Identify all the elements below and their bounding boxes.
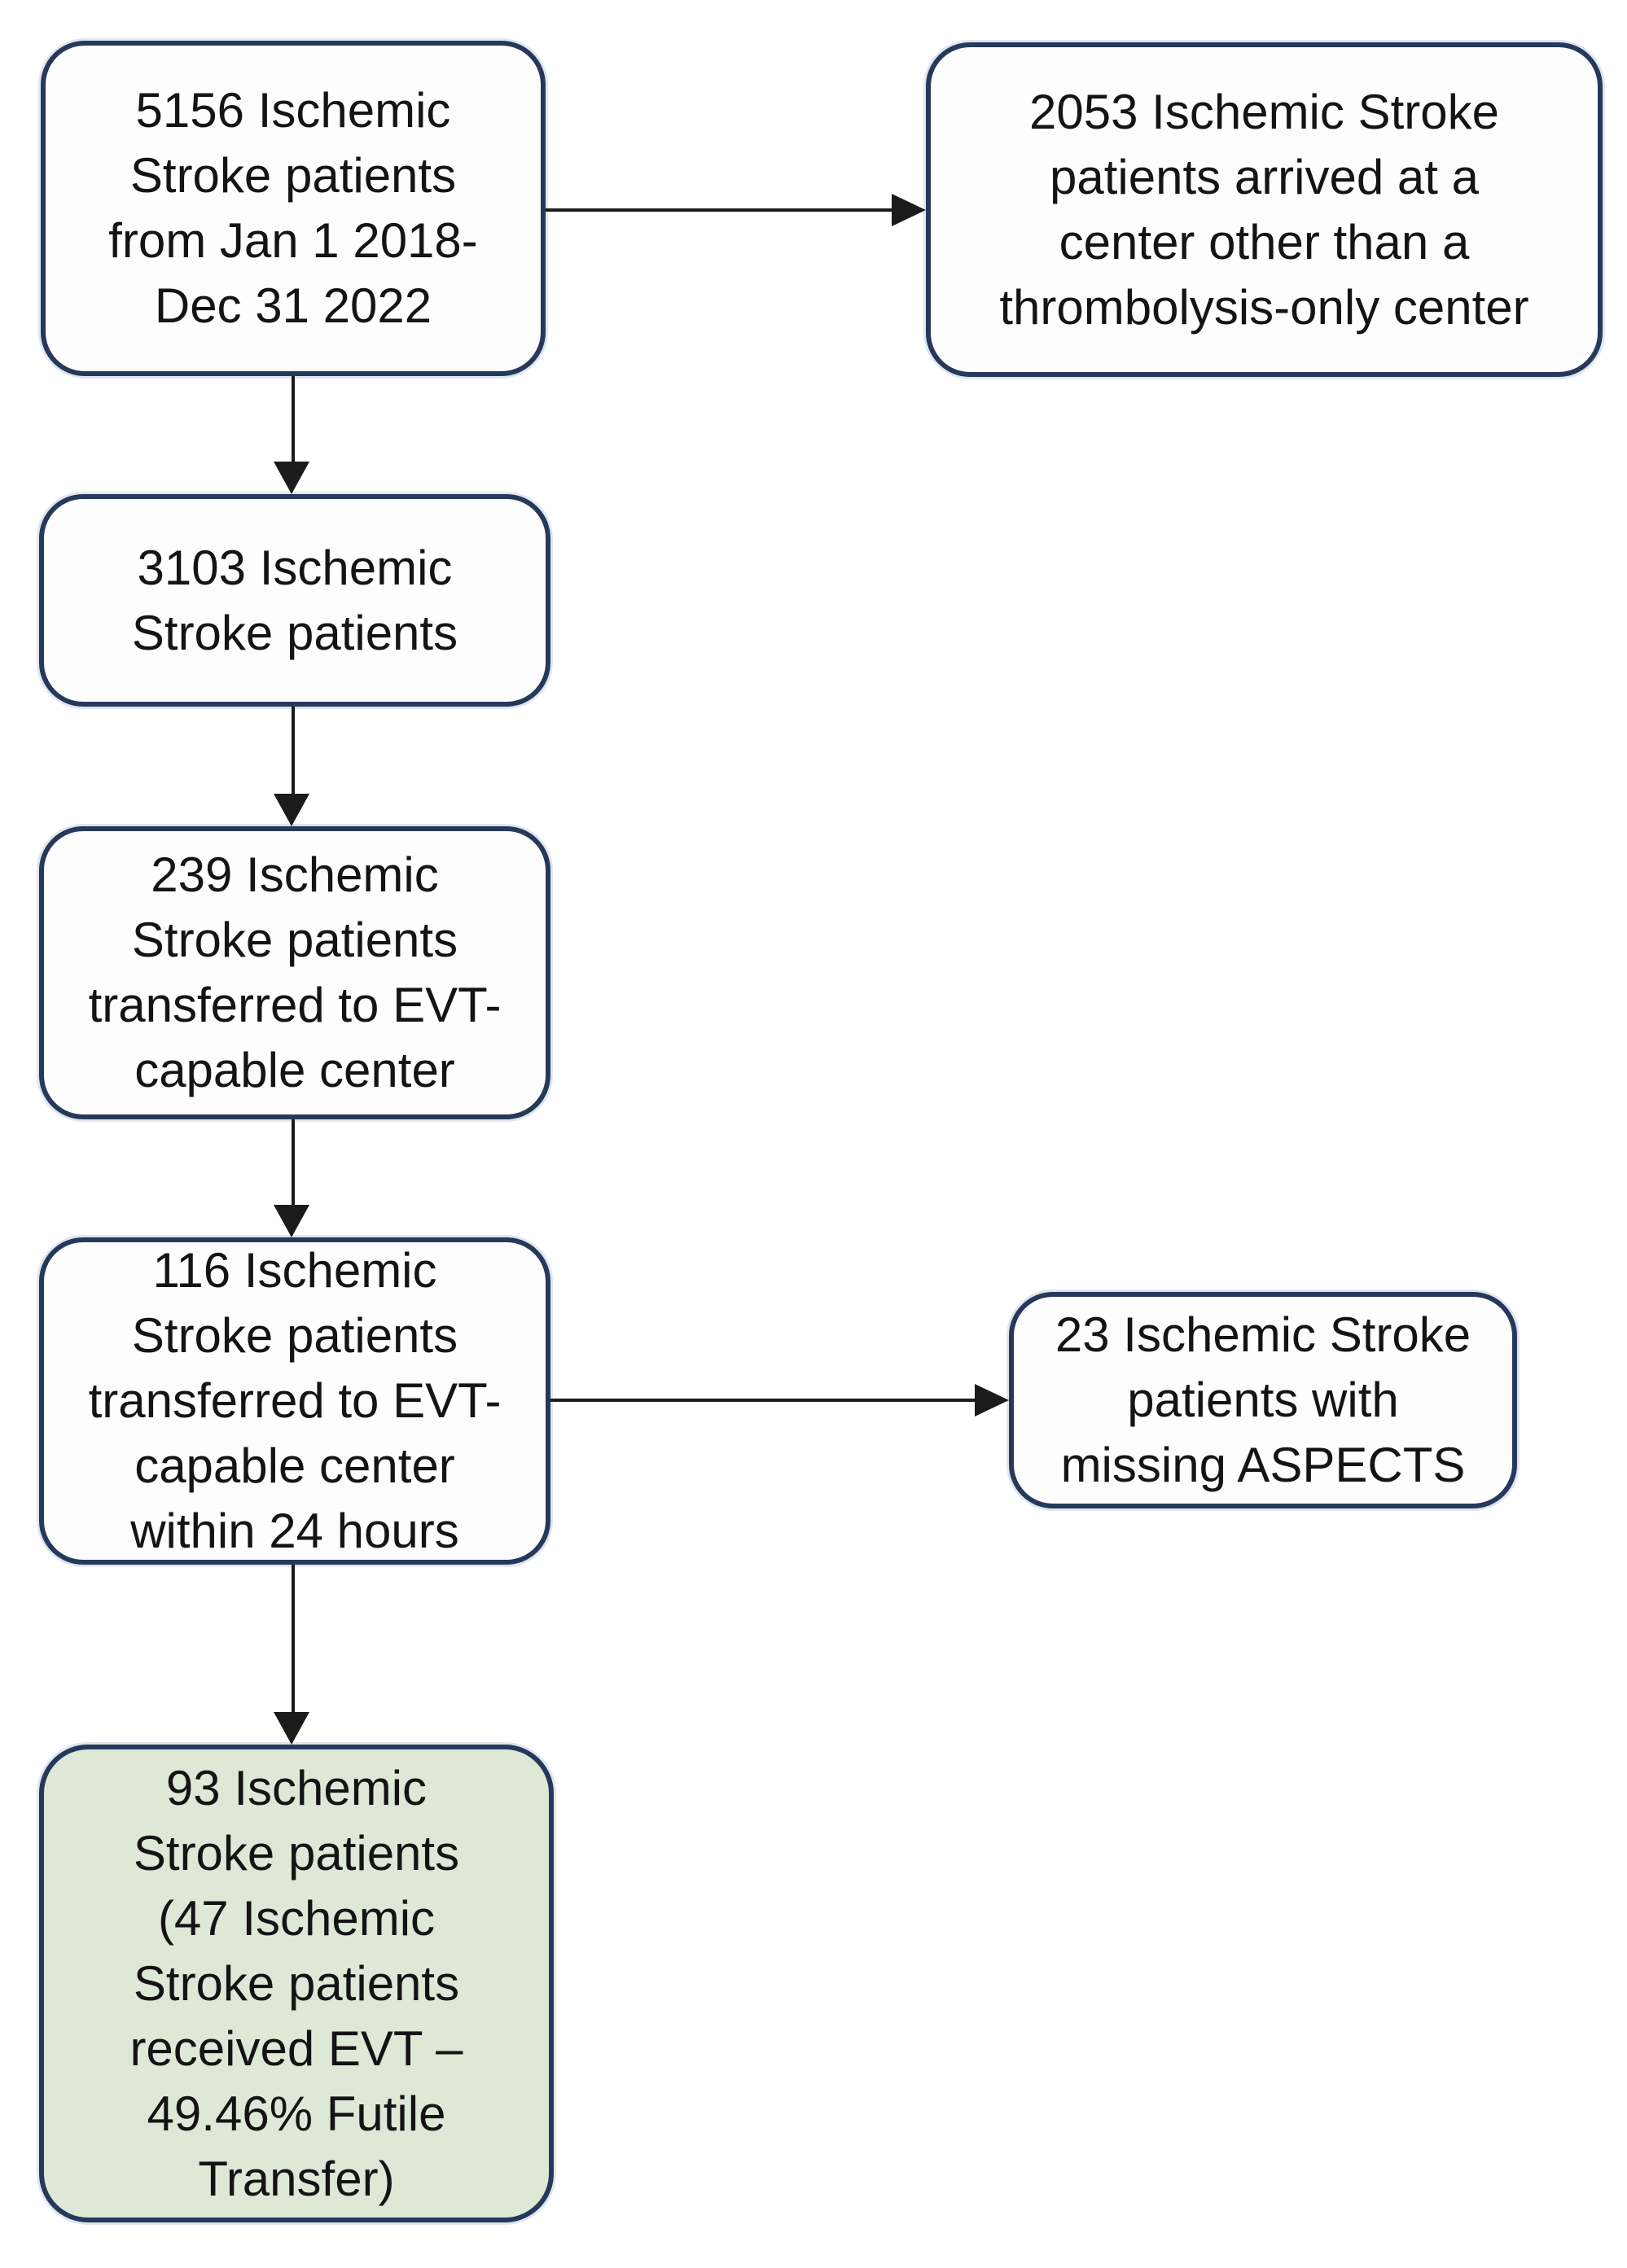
node-total-label: 5156 Ischemic Stroke patients from Jan 1… [108, 83, 478, 333]
arrow-down-icon [274, 1712, 309, 1745]
node-final-cohort-label: 93 Ischemic Stroke patients (47 Ischemic… [129, 1760, 463, 2206]
node-transferred-evt-capable: 239 Ischemic Stroke patients transferred… [39, 826, 550, 1119]
connector-transferred-to-24h [292, 1119, 295, 1206]
node-thrombolysis-center-label: 3103 Ischemic Stroke patients [131, 540, 458, 660]
connector-total-to-excluded [546, 208, 895, 212]
arrow-down-icon [274, 794, 309, 826]
arrow-right-icon [892, 194, 926, 226]
arrow-down-icon [274, 462, 309, 494]
node-excluded-non-thrombolysis-center: 2053 Ischemic Stroke patients arrived at… [926, 42, 1603, 377]
node-missing-aspects-label: 23 Ischemic Stroke patients with missing… [1055, 1307, 1471, 1492]
node-final-cohort-futile-transfer: 93 Ischemic Stroke patients (47 Ischemic… [39, 1745, 554, 2222]
arrow-right-icon [975, 1384, 1009, 1416]
node-transferred-within-24-hours: 116 Ischemic Stroke patients transferred… [39, 1237, 550, 1565]
node-transferred-evt-label: 239 Ischemic Stroke patients transferred… [88, 847, 502, 1097]
connector-24h-to-final-cohort [292, 1565, 295, 1714]
node-transferred-24h-label: 116 Ischemic Stroke patients transferred… [88, 1243, 502, 1558]
node-excluded-non-thrombolysis-label: 2053 Ischemic Stroke patients arrived at… [999, 84, 1529, 335]
arrow-down-icon [274, 1205, 309, 1237]
node-total-ischemic-stroke-patients: 5156 Ischemic Stroke patients from Jan 1… [41, 41, 546, 376]
node-thrombolysis-center-patients: 3103 Ischemic Stroke patients [39, 494, 550, 707]
node-excluded-missing-aspects: 23 Ischemic Stroke patients with missing… [1009, 1292, 1517, 1508]
connector-total-to-thrombolysis [292, 376, 295, 463]
connector-thrombolysis-to-transferred [292, 707, 295, 795]
connector-24h-to-missing-aspects [550, 1399, 978, 1402]
